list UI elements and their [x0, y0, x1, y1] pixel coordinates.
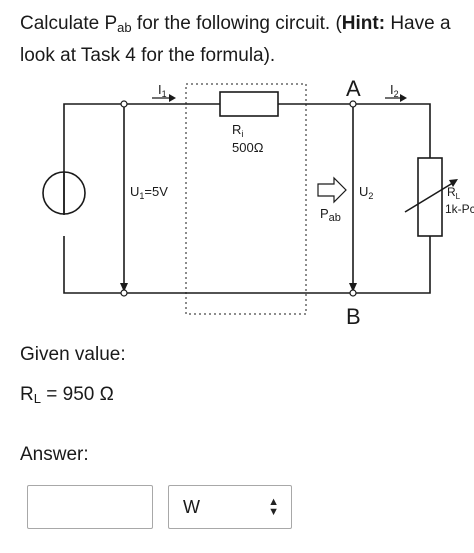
label-rl-value: 1k-Pc: [445, 202, 474, 216]
hint-label: Hint:: [341, 13, 386, 34]
label-pab: Pab: [320, 206, 341, 224]
answer-label: Answer:: [20, 444, 89, 465]
label-u2: U2: [359, 184, 373, 201]
label-b: B: [346, 304, 361, 329]
resistor-ri: [219, 91, 279, 117]
node-bottom-left: [120, 289, 128, 297]
unit-select[interactable]: W ▲▼: [168, 485, 292, 529]
resistor-rl: [417, 157, 443, 237]
label-u1: U1=5V: [130, 184, 168, 201]
label-rl: RL: [447, 185, 461, 201]
label-ri: Ri: [232, 122, 243, 139]
given-value-label: Given value:: [20, 344, 126, 365]
given-rl-value: RL = 950 Ω: [20, 384, 114, 406]
answer-input[interactable]: [27, 485, 153, 529]
node-b: [349, 289, 357, 297]
question-text: Calculate Pab for the following circuit.…: [20, 13, 451, 66]
pab-arrow: [317, 176, 347, 204]
circuit-diagram: A B I1 I2 Ri 500Ω U1=5V U2 Pab RL 1k-Pc: [42, 78, 474, 329]
updown-chevron-icon: ▲▼: [268, 496, 279, 518]
wire-top-right: [278, 103, 431, 158]
dashed-box: [185, 83, 307, 315]
wire-bottom: [63, 236, 431, 294]
label-ri-value: 500Ω: [232, 140, 264, 155]
label-a: A: [346, 78, 361, 101]
node-a: [349, 100, 357, 108]
unit-selected-value: W: [183, 496, 200, 517]
label-i1: I1: [158, 82, 167, 99]
node-top-left: [120, 100, 128, 108]
label-i2: I2: [390, 82, 399, 99]
